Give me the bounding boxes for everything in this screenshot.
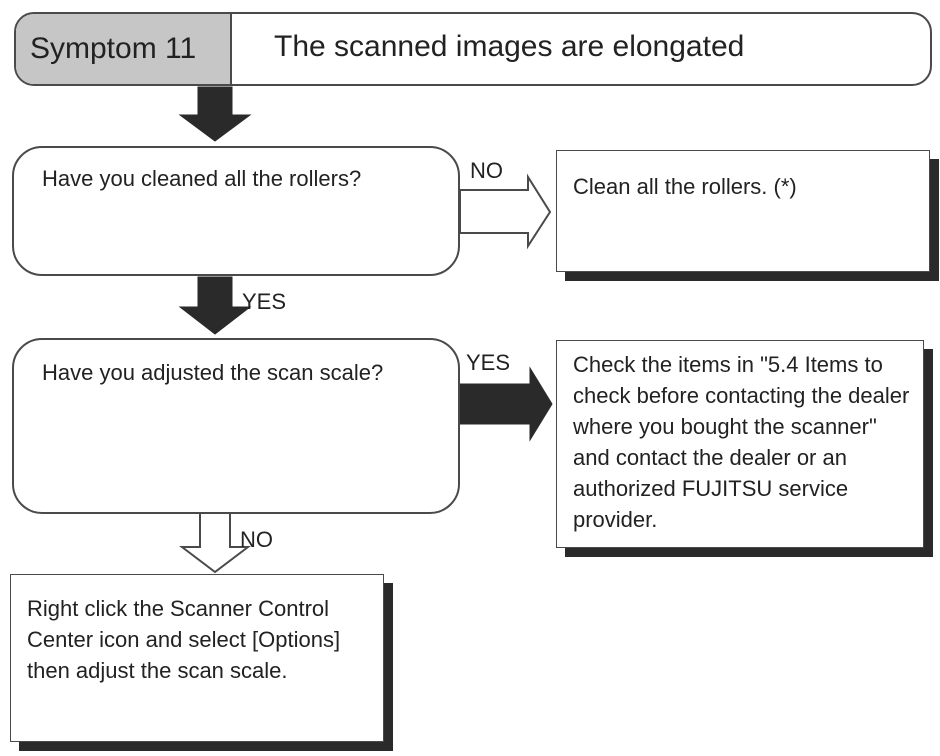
symptom-number-tab: Symptom 11 (16, 14, 232, 84)
symptom-title: The scanned images are elongated (274, 30, 745, 63)
question-cleaned-rollers: Have you cleaned all the rollers? (12, 146, 460, 276)
arrow-q1-yes (178, 276, 252, 335)
arrow-q2-yes (459, 366, 553, 442)
question-adjusted-scan-scale: Have you adjusted the scan scale? (12, 338, 460, 514)
action-clean-rollers: Clean all the rollers. (*) (556, 150, 930, 272)
action-adjust-scan-scale: Right click the Scanner Control Center i… (10, 574, 384, 742)
branch-label-q1-no: NO (470, 158, 503, 183)
symptom-header: Symptom 11 The scanned images are elonga… (14, 12, 932, 86)
branch-label-q2-yes: YES (466, 350, 511, 375)
arrow-header-to-q1 (178, 86, 252, 142)
arrow-q1-no (459, 173, 552, 250)
branch-label-q1-yes: YES (242, 289, 287, 314)
branch-label-q2-no: NO (240, 527, 273, 552)
action-contact-dealer: Check the items in "5.4 Items to check b… (556, 340, 924, 548)
